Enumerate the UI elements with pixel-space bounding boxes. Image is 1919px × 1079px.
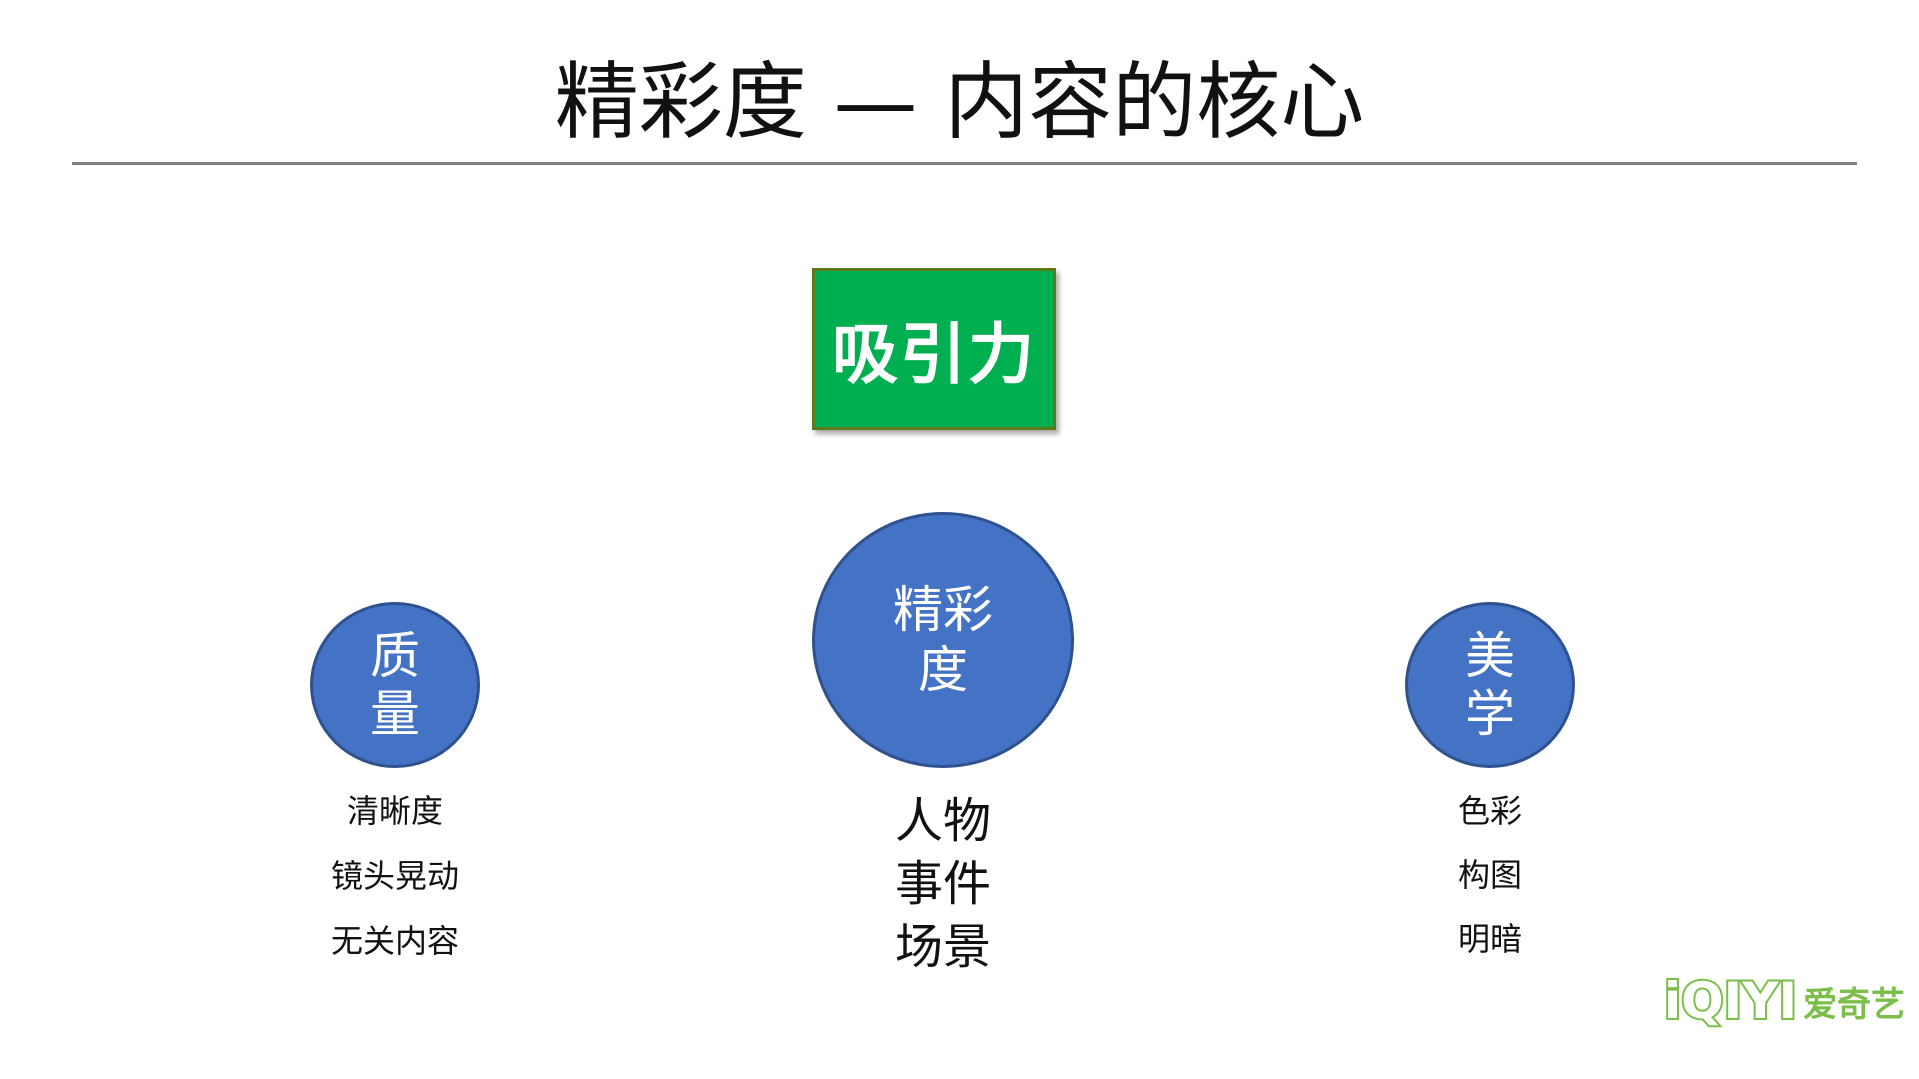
list-item: 明暗	[1457, 920, 1522, 958]
list-item: 场景	[894, 919, 991, 975]
excitement-circle: 精彩度	[812, 512, 1074, 768]
list-item: 人物	[894, 793, 991, 849]
iqiyi-logo: iQIYI 爱奇艺	[1662, 966, 1905, 1036]
aesthetics-factors-list: 色彩 构图 明暗	[1370, 793, 1610, 985]
aesthetics-circle-label: 美学	[1465, 627, 1515, 743]
excitement-factors-list: 人物 事件 场景	[823, 795, 1063, 984]
list-item: 清晰度	[346, 792, 443, 830]
attraction-box: 吸引力	[812, 268, 1056, 430]
slide-title: 精彩度 — 内容的核心	[554, 53, 1365, 151]
attraction-label: 吸引力	[832, 316, 1036, 393]
quality-circle-label: 质量	[370, 627, 420, 743]
title-divider	[72, 162, 1857, 165]
list-item: 事件	[894, 856, 991, 912]
quality-factors-list: 清晰度 镜头晃动 无关内容	[280, 793, 510, 988]
list-item: 镜头晃动	[330, 857, 459, 895]
list-item: 构图	[1457, 856, 1522, 894]
list-item: 无关内容	[330, 922, 459, 960]
quality-circle: 质量	[310, 602, 480, 768]
list-item: 色彩	[1457, 792, 1522, 830]
aesthetics-circle: 美学	[1405, 602, 1575, 768]
iqiyi-logo-text: 爱奇艺	[1803, 984, 1906, 1025]
iqiyi-logo-mark: iQIYI	[1662, 970, 1799, 1032]
excitement-circle-label: 精彩度	[893, 581, 993, 699]
